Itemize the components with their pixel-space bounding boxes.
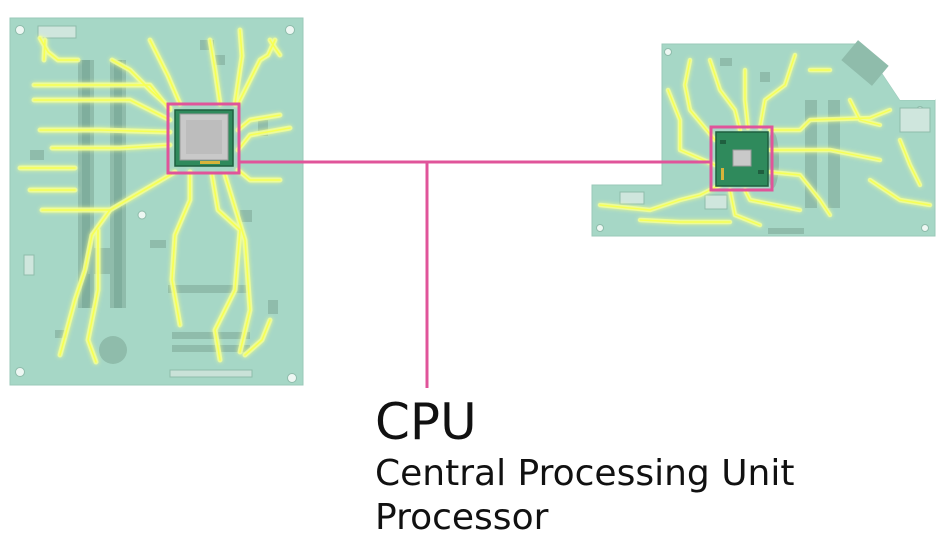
label-alias: Processor (375, 497, 549, 538)
desktop-cpu-chip-icon (174, 109, 234, 167)
laptop-cpu-highlight (709, 125, 774, 192)
desktop-motherboard-icon (9, 17, 304, 386)
connector-lines (239, 160, 711, 388)
laptop-motherboard-icon (591, 40, 936, 237)
cpu-label: CPU Central Processing Unit Processor (375, 392, 794, 540)
label-title: CPU (375, 393, 477, 451)
laptop-cpu-chip-icon (715, 131, 769, 187)
desktop-cpu-highlight (166, 102, 241, 175)
label-subtitle: Central Processing Unit (375, 453, 795, 494)
